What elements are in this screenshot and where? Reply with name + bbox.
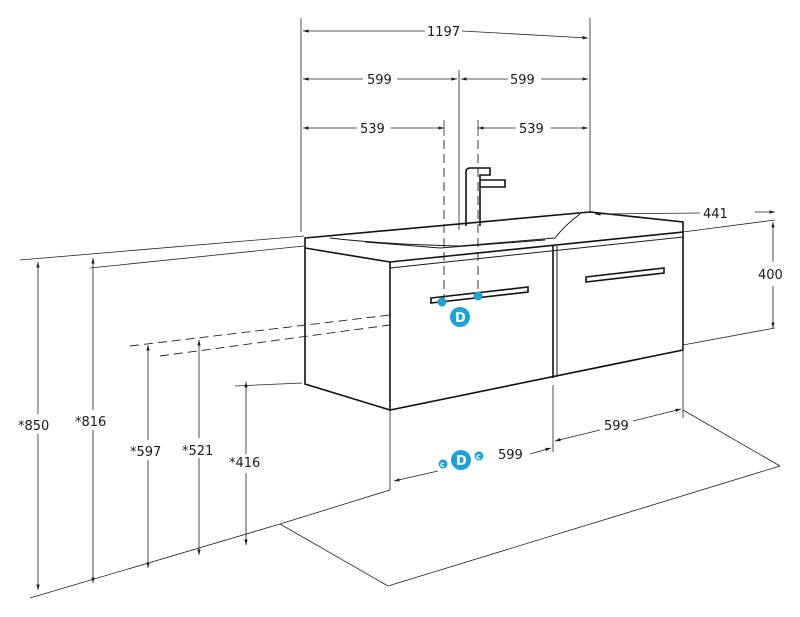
- dim-label-floor-599-right: 599: [604, 419, 629, 434]
- dim-depth: 441: [594, 207, 775, 222]
- dim-label-floor-599-left: 599: [498, 448, 523, 463]
- dim-label-539-left: 539: [360, 122, 385, 137]
- faucet-icon: [443, 140, 506, 300]
- floor-drain-marker-label: D: [456, 454, 467, 469]
- dim-total-width: 1197: [303, 25, 589, 40]
- dim-label-416: *416: [229, 456, 260, 471]
- floor-outline: [29, 409, 781, 599]
- dim-label-521: *521: [182, 444, 213, 459]
- dim-label-597: *597: [130, 445, 161, 460]
- dim-label-599-right: 599: [510, 73, 535, 88]
- top-extension-lines: [300, 18, 591, 232]
- dim-label-816: *816: [75, 415, 106, 430]
- drawer-handle-left: [430, 286, 529, 304]
- dim-label-400: 400: [758, 268, 783, 283]
- countertop: [304, 211, 684, 268]
- dim-inner: 539 539: [303, 120, 588, 137]
- hot-supply-marker: c: [476, 452, 481, 461]
- floor-drain-marker: D c c: [438, 450, 484, 470]
- cabinet-body: [304, 232, 684, 411]
- drawer-handle-right: [585, 267, 665, 283]
- dim-label-539-right: 539: [519, 122, 544, 137]
- drain-marker: D: [437, 291, 483, 327]
- dim-label-441: 441: [703, 207, 728, 222]
- dim-halves: 599 599: [303, 73, 588, 88]
- dim-label-1197: 1197: [427, 25, 460, 40]
- dim-body-height: 400: [758, 222, 783, 328]
- dim-heights: *850 *816 *597 *521 *416: [18, 258, 260, 590]
- drain-marker-label: D: [455, 311, 466, 326]
- cold-supply-marker: c: [440, 460, 445, 469]
- dim-label-599-left: 599: [367, 73, 392, 88]
- dim-floor: 599 599: [389, 350, 684, 490]
- dim-label-850: *850: [18, 419, 49, 434]
